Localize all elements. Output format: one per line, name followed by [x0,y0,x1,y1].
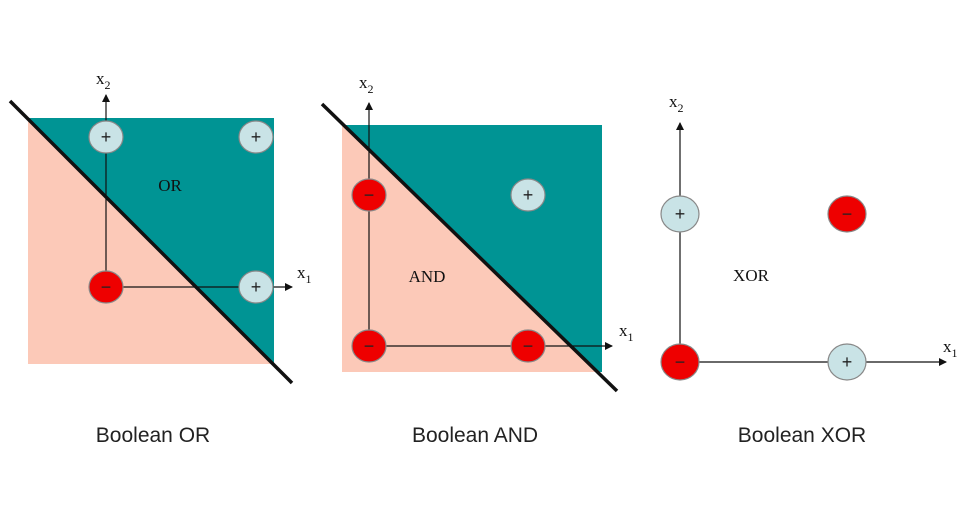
point-symbol: + [675,204,686,224]
negative-point-xor-0: − [660,343,700,381]
point-marker [88,270,124,304]
positive-point-or-1: + [238,270,274,304]
point-symbol: − [842,204,853,224]
decision-boundary-or [8,99,294,385]
x1-axis-label-or: x1 [297,263,312,286]
point-marker [351,178,387,212]
decision-boundary-and [320,102,619,393]
point-marker [510,178,546,212]
caption-or: Boolean OR [95,424,211,447]
point-symbol: + [101,127,112,147]
point-symbol: − [675,352,686,372]
negative-point-or-0: − [88,270,124,304]
x1-axis-label-xor: x1 [943,337,958,360]
point-marker [351,329,387,363]
point-marker [660,195,700,233]
point-marker [238,120,274,154]
point-marker [88,120,124,154]
positive-point-and-3: + [510,178,546,212]
x1-axis-label-and: x1 [619,321,634,344]
point-symbol: − [364,336,375,356]
point-symbol: + [251,127,262,147]
caption-and: Boolean AND [411,424,539,447]
point-symbol: − [523,336,534,356]
caption-xor: Boolean XOR [737,424,867,447]
negative-point-and-0: − [351,329,387,363]
positive-point-xor-1: + [827,343,867,381]
x2-axis-label-xor: x2 [669,92,684,115]
positive-point-or-3: + [238,120,274,154]
inner-label-xor: XOR [733,266,770,285]
point-marker [827,195,867,233]
negative-point-xor-3: − [827,195,867,233]
positive-point-xor-2: + [660,195,700,233]
point-symbol: + [842,352,853,372]
point-symbol: − [101,277,112,297]
inner-label-or: OR [158,176,182,195]
point-marker [660,343,700,381]
inner-label-and: AND [409,267,446,286]
point-marker [827,343,867,381]
negative-point-and-1: − [510,329,546,363]
positive-point-or-2: + [88,120,124,154]
x2-axis-label-or: x2 [96,69,111,92]
point-marker [238,270,274,304]
x2-axis-label-and: x2 [359,73,374,96]
point-symbol: + [523,185,534,205]
point-symbol: − [364,185,375,205]
point-symbol: + [251,277,262,297]
point-marker [510,329,546,363]
negative-point-and-2: − [351,178,387,212]
